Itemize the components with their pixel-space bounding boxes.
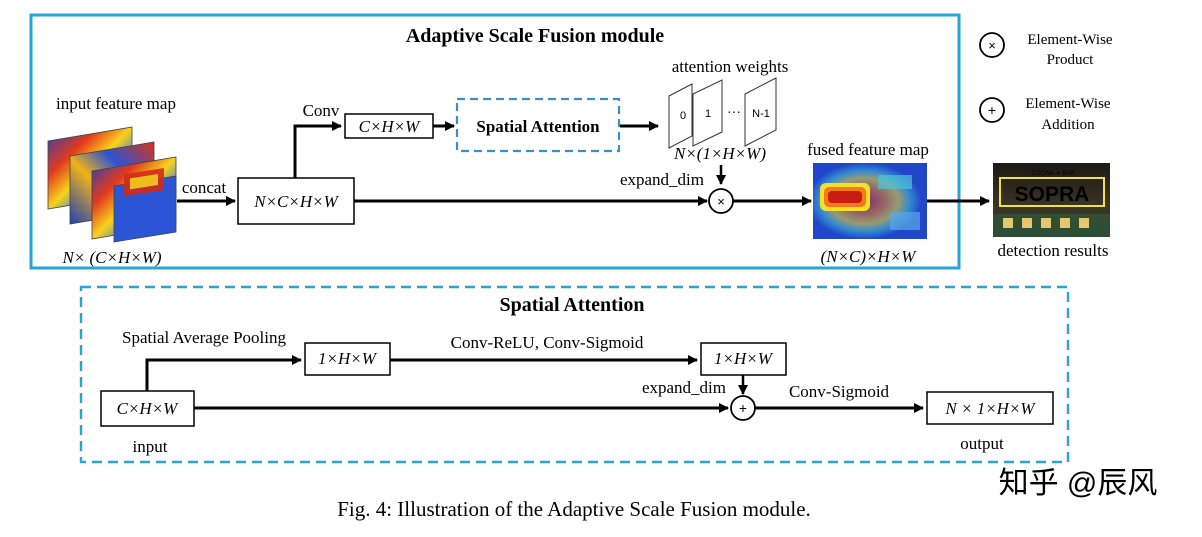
sa-pool-dims: 1×H×W <box>318 349 378 368</box>
sa-module-frame <box>79 285 1070 464</box>
asf-module-frame <box>29 13 961 270</box>
sign-text: SOPRA <box>1015 183 1090 206</box>
weights-dims-label: N×(1×H×W) <box>673 144 766 163</box>
figure-caption: Fig. 4: Illustration of the Adaptive Sca… <box>337 497 811 521</box>
legend-product-icon <box>979 32 1005 58</box>
fused-feature-map-image <box>813 163 927 239</box>
sa-input-dims: C×H×W <box>117 399 180 418</box>
sa-pooling-label: Spatial Average Pooling <box>122 328 286 347</box>
sa-conv-sigmoid-label: Conv-Sigmoid <box>789 382 890 401</box>
sa-input-label: input <box>133 437 168 456</box>
sa-conv-relu-label: Conv-ReLU, Conv-Sigmoid <box>451 333 644 352</box>
sa-pool-out-dims: 1×H×W <box>714 349 774 368</box>
attention-weight-maps <box>668 77 777 149</box>
conv-label: Conv <box>303 101 340 120</box>
conv-dims-box <box>344 113 434 139</box>
conv-dims-label: C×H×W <box>359 117 422 136</box>
weight-label-1: 1 <box>705 108 711 120</box>
sa-output-box <box>926 391 1054 425</box>
attention-weights-label: attention weights <box>672 57 789 76</box>
input-feature-map-label: input feature map <box>56 94 176 113</box>
legend-product-line1: Element-Wise <box>1027 32 1113 48</box>
sa-expand-dim-label: expand_dim <box>642 378 726 397</box>
detection-result-image <box>993 163 1110 237</box>
fused-feature-map-label: fused feature map <box>807 140 929 159</box>
asf-expand-dim-label: expand_dim <box>620 170 704 189</box>
product-symbol: × <box>717 194 725 209</box>
sa-pool-box <box>304 342 391 376</box>
weight-label-n-1: N-1 <box>752 108 770 120</box>
asf-module-title: Adaptive Scale Fusion module <box>406 25 664 47</box>
weight-label-0: 0 <box>680 110 686 122</box>
concat-dims-label: N×C×H×W <box>253 192 339 211</box>
weight-ellipsis: ··· <box>727 106 741 121</box>
sa-output-label: output <box>960 434 1004 453</box>
input-feature-map-stack <box>47 126 177 243</box>
sa-pool-out-box <box>700 342 787 376</box>
detection-results-label: detection results <box>998 241 1109 260</box>
concat-label: concat <box>182 178 227 197</box>
legend-product-symbol: × <box>988 38 996 53</box>
sign-small-text: CUCINA ✦ BAR <box>1031 170 1075 177</box>
sa-addition-symbol: + <box>739 400 747 416</box>
legend-addition-symbol: + <box>988 102 996 118</box>
fused-dims-label: (N×C)×H×W <box>821 247 918 266</box>
input-dims-label: N× (C×H×W) <box>61 248 161 267</box>
legend-addition-line1: Element-Wise <box>1025 96 1111 112</box>
legend-addition-line2: Addition <box>1041 117 1095 133</box>
legend-product-line2: Product <box>1047 52 1094 68</box>
watermark: 知乎 @辰风 <box>999 467 1158 500</box>
legend-addition-icon <box>979 97 1005 123</box>
sa-output-dims: N × 1×H×W <box>944 399 1036 418</box>
spatial-attention-label: Spatial Attention <box>476 117 600 136</box>
sa-module-title: Spatial Attention <box>499 294 644 316</box>
spatial-attention-box <box>455 97 621 153</box>
